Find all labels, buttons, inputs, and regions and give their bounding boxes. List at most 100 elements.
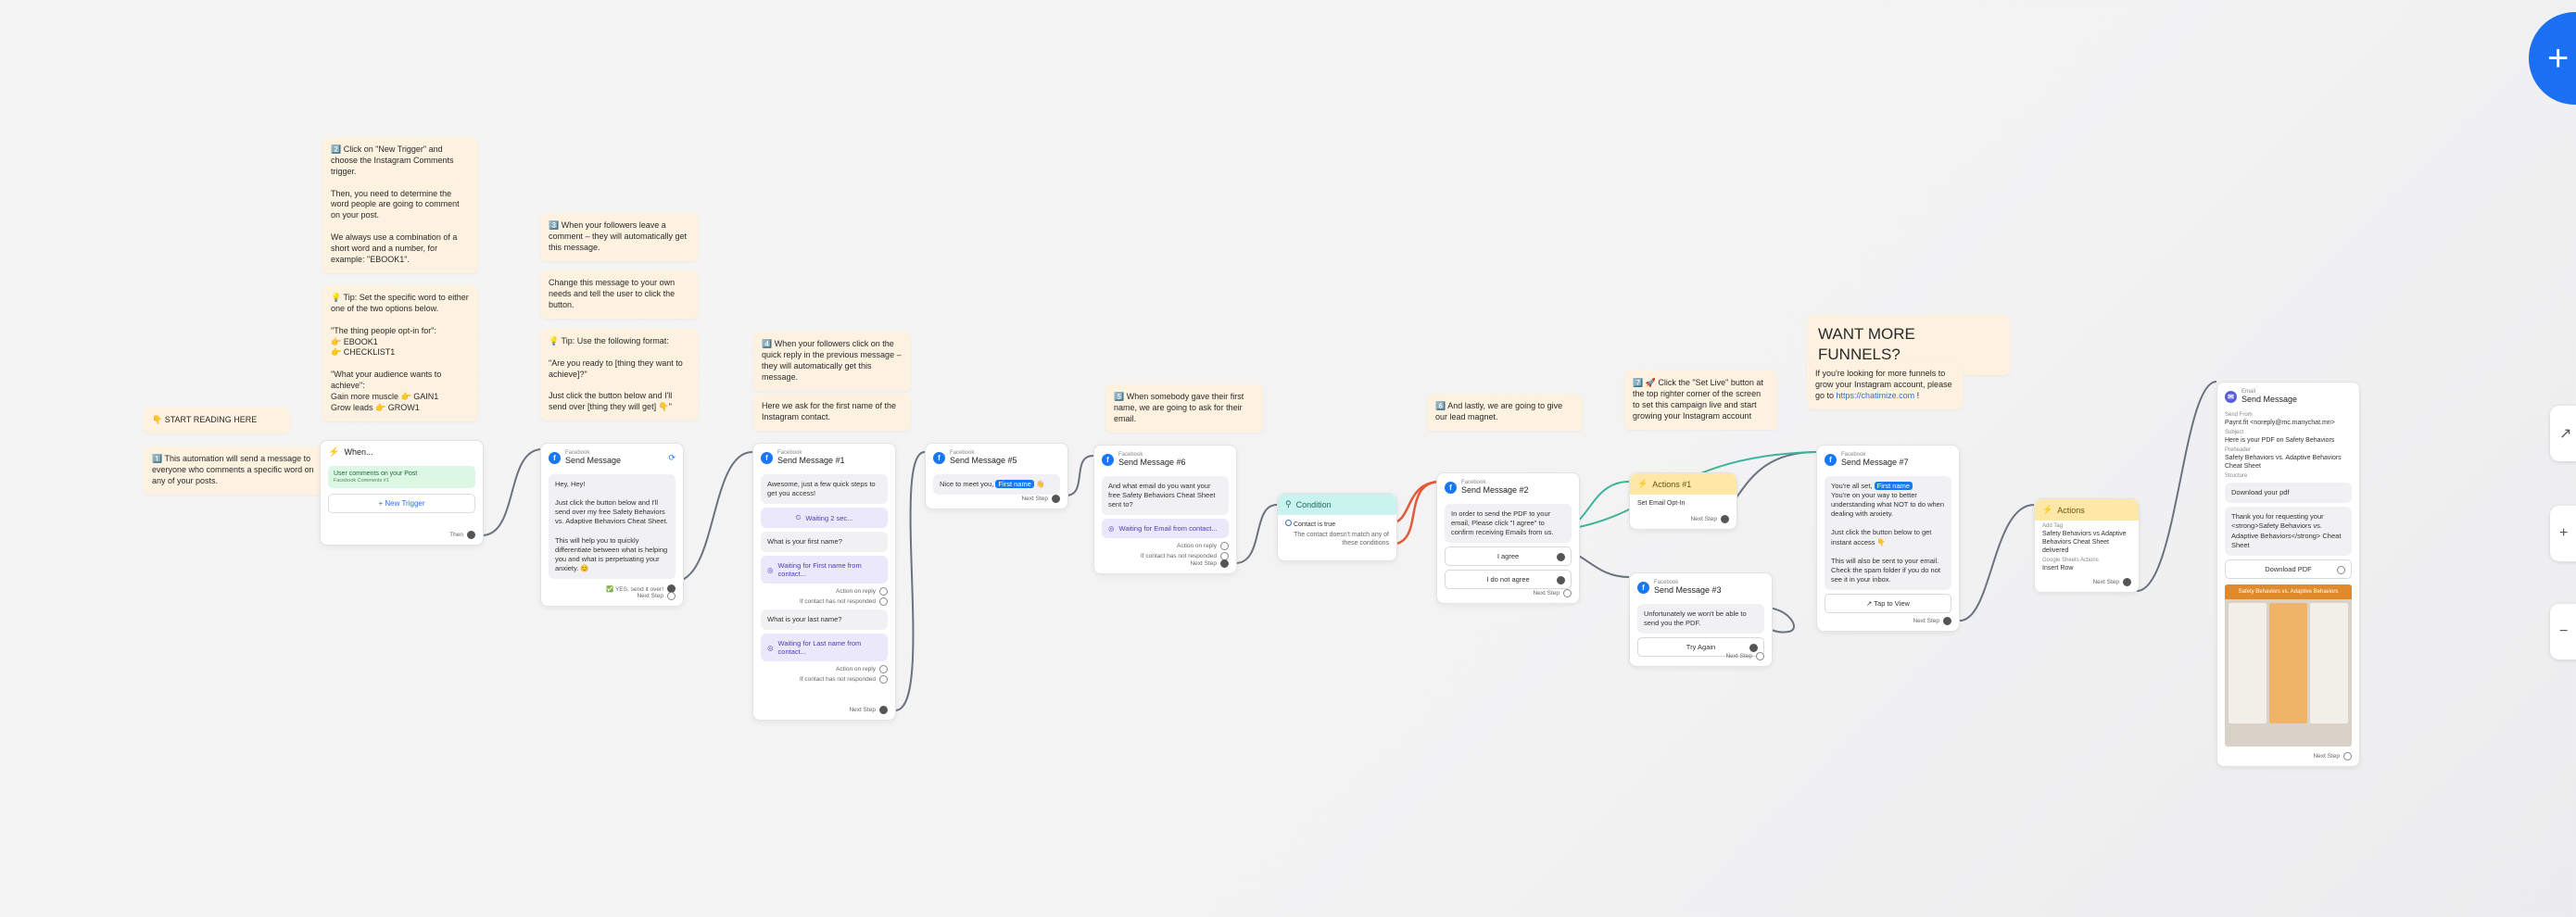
note-step-6: 6️⃣ And lastly, we are going to give our…: [1427, 394, 1583, 431]
msg2-title: Send Message #1: [777, 456, 845, 465]
i-do-not-agree-button[interactable]: I do not agree: [1445, 570, 1572, 590]
msg7-next-label: Next Step: [1913, 618, 1939, 624]
funnels-link[interactable]: https://chatimize.com: [1836, 390, 1915, 400]
cursor-tool-button[interactable]: ↗: [2550, 406, 2576, 461]
msg2-next-label: Next Step: [849, 707, 876, 713]
then-label: Then: [449, 532, 463, 538]
msg1-platform: Facebook: [565, 450, 590, 456]
preview-columns: [2225, 599, 2352, 727]
msg7-body-text: You're on your way to better understandi…: [1831, 490, 1945, 584]
preview-col-1: [2229, 602, 2267, 723]
lightning-icon: ⚡: [2042, 505, 2053, 514]
msg7-next-step[interactable]: Next Step: [1913, 617, 1951, 625]
msg3-title: Send Message #3: [1654, 585, 1722, 595]
condition-title: Condition: [1295, 499, 1332, 509]
funnels-body-text: If you're looking for more funnels to gr…: [1815, 369, 1952, 400]
zoom-out-icon: −: [2559, 623, 2569, 639]
note-ask-name: Here we ask for the first name of the In…: [753, 394, 911, 431]
note-tip-2: 💡 Tip: Use the following format: "Are yo…: [540, 329, 699, 421]
filter-icon: ⚲: [1285, 499, 1292, 509]
note-step-4: 4️⃣ When your followers click on the qui…: [753, 332, 911, 391]
msg5-body: Nice to meet you, First name 👋: [933, 473, 1060, 495]
then-output[interactable]: Then: [449, 531, 475, 539]
msg5-next-step[interactable]: Next Step: [1021, 495, 1060, 503]
wait-email: ◎Waiting for Email from contact...: [1102, 519, 1229, 539]
condition-rule: Contact is true: [1285, 520, 1389, 529]
msg7-title: Send Message #7: [1841, 458, 1909, 467]
reply-output-1[interactable]: Action on reply: [761, 587, 888, 597]
i-agree-label: I agree: [1496, 552, 1520, 561]
msg2b-next-step[interactable]: Next Step: [1533, 589, 1572, 597]
add-node-button[interactable]: +: [2529, 12, 2576, 105]
msg3-next-step[interactable]: Next Step: [1725, 652, 1764, 660]
try-again-label: Try Again: [1686, 643, 1716, 652]
facebook-icon: f: [1445, 481, 1457, 494]
try-again-button[interactable]: Try Again: [1637, 637, 1764, 658]
input-icon: ◎: [767, 643, 774, 652]
noresp-output-2[interactable]: If contact has not responded: [761, 675, 888, 685]
act2-next-label: Next Step: [2092, 579, 2119, 585]
actions-1-card[interactable]: ⚡Actions #1 Set Email Opt-In Next Step: [1629, 472, 1737, 530]
msg6-next-step[interactable]: Next Step: [1190, 559, 1229, 568]
zoom-in-button[interactable]: +: [2550, 506, 2576, 561]
condition-rule-label: Contact is true: [1293, 521, 1336, 528]
condition-card[interactable]: ⚲Condition Contact is true The contact d…: [1277, 493, 1397, 561]
msg1-body: Hey, Hey! Just click the button below an…: [549, 473, 676, 580]
lightning-icon: ⚡: [1637, 479, 1648, 488]
reply-output-6[interactable]: Action on reply: [1102, 542, 1229, 551]
facebook-icon: f: [761, 451, 773, 464]
noresp-label-1: If contact has not responded: [799, 598, 876, 606]
tap-to-view-button[interactable]: ↗ Tap to View: [1825, 594, 1951, 614]
email-platform: Email: [2241, 389, 2256, 395]
actions-card[interactable]: ⚡Actions Add Tag Safety Behaviors vs Ada…: [2034, 498, 2140, 593]
email-title: Send Message: [2241, 395, 2298, 404]
msg3-next-label: Next Step: [1725, 653, 1752, 659]
new-trigger-button[interactable]: + New Trigger: [328, 494, 475, 513]
msg2b-body: In order to send the PDF to your email, …: [1445, 503, 1572, 544]
msg1-title: Send Message: [565, 456, 622, 465]
wait-first-name-label: Waiting for First name from contact...: [777, 561, 862, 579]
wait-email-label: Waiting for Email from contact...: [1118, 524, 1218, 534]
msg7-name-tag: First name: [1874, 481, 1913, 490]
msg2b-next-label: Next Step: [1533, 590, 1559, 597]
note-step-3: 3️⃣ When your followers leave a comment …: [540, 213, 699, 261]
trigger-item-sub: Facebook Comments #1: [334, 478, 389, 484]
send-from-value: Paynt.fit <noreply@mc.manychat.mn>: [2225, 419, 2335, 426]
trigger-title: When...: [344, 447, 373, 458]
preheader-label: Preheader: [2225, 446, 2252, 453]
input-icon: ◎: [1108, 524, 1115, 534]
msg1-next-step[interactable]: Next Step: [637, 592, 676, 600]
reply-output-2[interactable]: Action on reply: [761, 665, 888, 674]
subject-value: Here is your PDF on Safety Behaviors: [2225, 436, 2335, 444]
preview-title: Safety Behaviors vs. Adaptive Behaviors: [2225, 584, 2352, 599]
msg3-platform: Facebook: [1654, 580, 1679, 585]
noresp-label-6: If contact has not responded: [1140, 553, 1217, 560]
noresp-output-1[interactable]: If contact has not responded: [761, 597, 888, 607]
msg6-title: Send Message #6: [1118, 458, 1186, 467]
msg2-next-step[interactable]: Next Step: [849, 706, 888, 714]
msg5-next-label: Next Step: [1021, 496, 1048, 502]
act2-next-step[interactable]: Next Step: [2092, 578, 2131, 586]
actions-1-body: Set Email Opt-In: [1637, 500, 1686, 507]
download-pdf-button[interactable]: Download PDF: [2225, 559, 2352, 579]
question-first-name: What is your first name?: [761, 532, 888, 553]
email-next-label: Next Step: [2313, 753, 2340, 760]
download-pdf-label: Download PDF: [2265, 564, 2312, 573]
wait-last-name-label: Waiting for Last name from contact...: [777, 639, 862, 657]
i-agree-button[interactable]: I agree: [1445, 546, 1572, 567]
zoom-out-button[interactable]: −: [2550, 604, 2576, 659]
act1-next-step[interactable]: Next Step: [1690, 515, 1729, 523]
preview-col-2: [2269, 602, 2307, 723]
email-next-step[interactable]: Next Step: [2313, 752, 2352, 760]
